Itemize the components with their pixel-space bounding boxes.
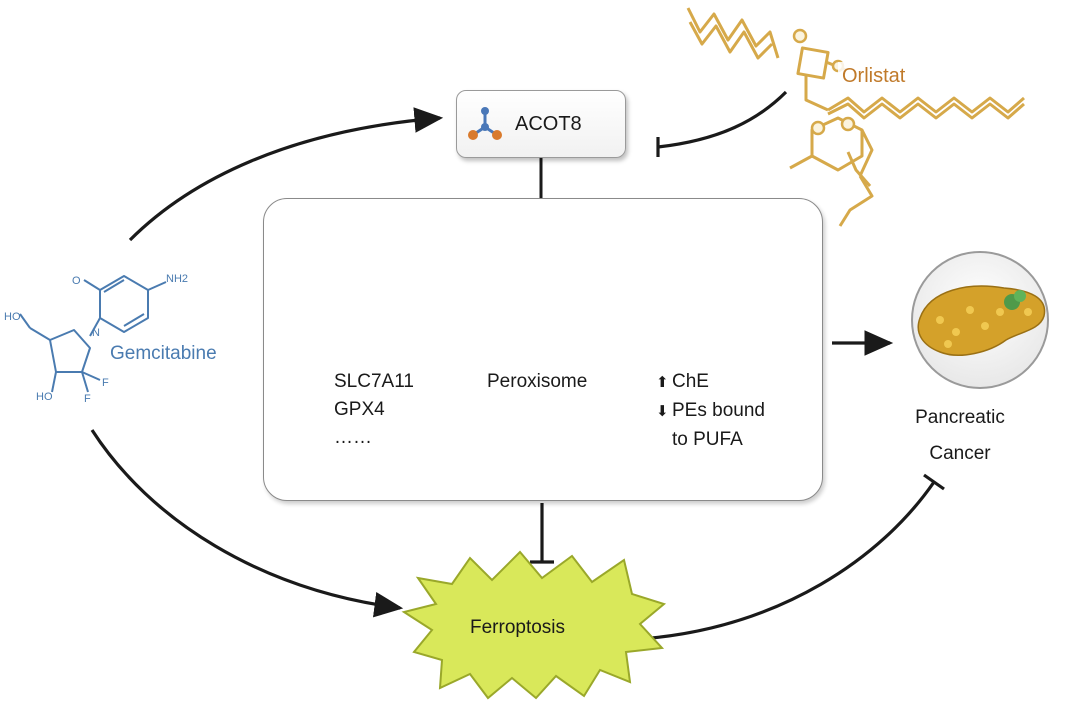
lipid-change-item: ⬆ChE <box>656 368 765 397</box>
acot8-node: ACOT8 <box>456 90 626 158</box>
nh2-label: NH2 <box>166 273 189 285</box>
orlistat-inhibition-line <box>657 90 788 149</box>
gemcitabine-to-acot8-arrow <box>128 107 444 242</box>
peroxisome-label: Peroxisome <box>487 371 588 392</box>
ho-top-label: HO <box>4 311 21 323</box>
gene-list: SLC7A11 GPX4 …… <box>334 368 414 452</box>
mechanism-box <box>263 198 823 501</box>
pancreatic-cancer-label: Pancreatic Cancer <box>915 407 1005 464</box>
acot8-label: ACOT8 <box>515 113 582 135</box>
gene-item: GPX4 <box>334 399 385 420</box>
ferroptosis-starburst <box>401 550 667 700</box>
fluorine-label-1: F <box>102 377 109 389</box>
gene-item: SLC7A11 <box>334 371 414 392</box>
oxygen-label: O <box>72 275 81 287</box>
ferroptosis-to-cancer-inhibition <box>651 481 936 640</box>
lipid-change-item: to PUFA <box>672 429 743 450</box>
ferroptosis-label: Ferroptosis <box>470 617 566 638</box>
gemcitabine-structure <box>19 275 167 393</box>
molecule-icon <box>468 107 502 140</box>
orlistat-label: Orlistat <box>838 62 910 90</box>
gemcitabine-label: Gemcitabine <box>108 340 219 368</box>
fluorine-label-2: F <box>84 393 91 405</box>
up-arrow-icon: ⬆ <box>656 374 669 391</box>
orlistat-structure <box>686 7 1025 227</box>
lipid-changes-list: ⬆ChE ⬇PEs bound to PUFA <box>656 368 765 454</box>
lipid-change-item: ⬇PEs bound <box>656 397 765 426</box>
down-arrow-icon: ⬇ <box>656 403 669 420</box>
pancreas-illustration <box>911 251 1049 389</box>
gene-item: …… <box>334 427 372 448</box>
cancer-inhibition-bar <box>923 473 945 491</box>
ho-bottom-label: HO <box>36 391 53 403</box>
gemcitabine-to-ferroptosis-arrow <box>90 429 404 618</box>
nitrogen-label: N <box>92 327 100 339</box>
